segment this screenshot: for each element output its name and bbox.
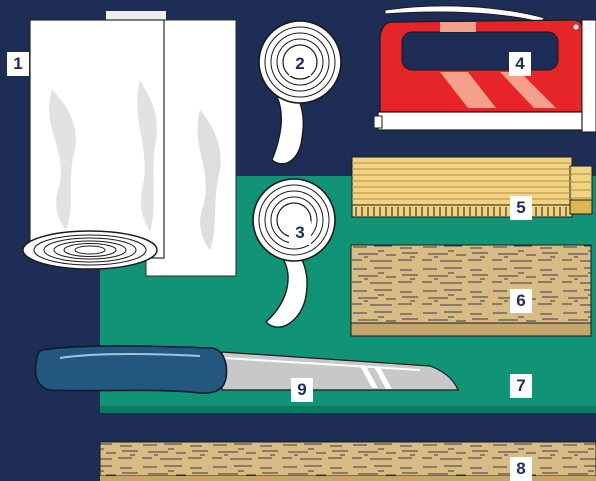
label-plastic-roll: 1 bbox=[7, 52, 29, 76]
label-wood-block: 6 bbox=[510, 289, 532, 313]
label-wood-strip: 8 bbox=[510, 457, 532, 481]
label-tape-roll-top: 2 bbox=[289, 52, 311, 76]
label-folding-ruler: 5 bbox=[510, 196, 532, 220]
staple-gun bbox=[373, 5, 596, 133]
label-cutting-mat: 7 bbox=[510, 374, 532, 398]
folding-ruler bbox=[351, 156, 593, 218]
wood-block bbox=[350, 244, 592, 337]
tape-roll-top bbox=[258, 20, 342, 165]
label-bread-knife: 9 bbox=[291, 378, 313, 402]
label-tape-roll-bottom: 3 bbox=[289, 221, 311, 245]
bread-knife bbox=[34, 345, 459, 394]
label-staple-gun: 4 bbox=[509, 52, 531, 76]
plastic-roll bbox=[22, 11, 237, 277]
